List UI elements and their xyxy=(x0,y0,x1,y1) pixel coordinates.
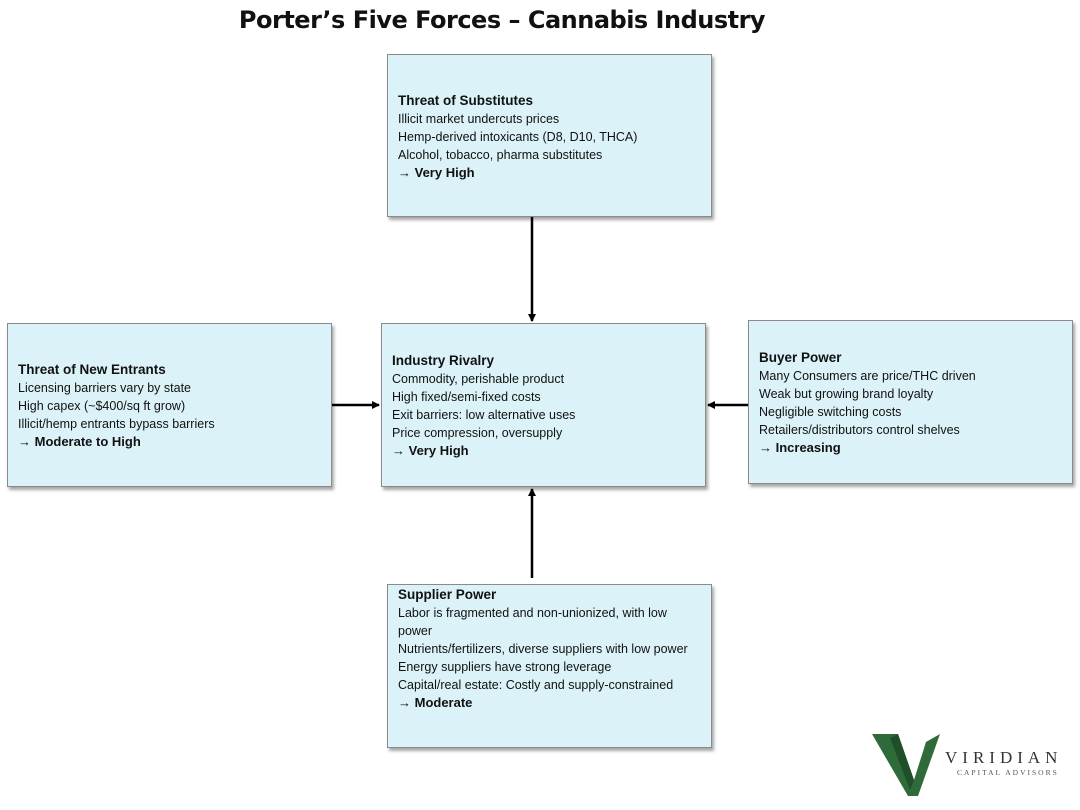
supplier-line: Capital/real estate: Costly and supply-c… xyxy=(398,678,674,692)
buyer-heading: Buyer Power xyxy=(759,350,842,365)
supplier-line: Energy suppliers have strong leverage xyxy=(398,660,612,674)
rivalry-line: High fixed/semi-fixed costs xyxy=(392,390,541,404)
threat-of-substitutes-box: Threat of Substitutes Illicit market und… xyxy=(387,54,712,217)
viridian-logo-icon xyxy=(872,734,940,796)
threat-of-new-entrants-box: Threat of New Entrants Licensing barrier… xyxy=(7,323,332,487)
substitutes-heading: Threat of Substitutes xyxy=(398,93,534,108)
entrants-line: High capex (~$400/sq ft grow) xyxy=(18,399,186,413)
supplier-power-box: Supplier Power Labor is fragmented and n… xyxy=(387,584,712,748)
supplier-heading: Supplier Power xyxy=(398,587,497,602)
supplier-line: Nutrients/fertilizers, diverse suppliers… xyxy=(398,642,688,656)
buyer-line: Negligible switching costs xyxy=(759,405,902,419)
industry-rivalry-box: Industry Rivalry Commodity, perishable p… xyxy=(381,323,706,487)
entrants-line: Licensing barriers vary by state xyxy=(18,381,191,395)
supplier-verdict: → Moderate xyxy=(398,695,473,710)
buyer-line: Weak but growing brand loyalty xyxy=(759,387,934,401)
buyer-power-box: Buyer Power Many Consumers are price/THC… xyxy=(748,320,1073,484)
logo-wordmark: VIRIDIAN xyxy=(945,748,1063,767)
rivalry-line: Exit barriers: low alternative uses xyxy=(392,408,576,422)
page-title: Porter’s Five Forces – Cannabis Industry xyxy=(238,6,766,34)
substitutes-line: Hemp-derived intoxicants (D8, D10, THCA) xyxy=(398,130,638,144)
buyer-line: Retailers/distributors control shelves xyxy=(759,423,960,437)
entrants-heading: Threat of New Entrants xyxy=(18,362,166,377)
substitutes-line: Alcohol, tobacco, pharma substitutes xyxy=(398,148,603,162)
buyer-line: Many Consumers are price/THC driven xyxy=(759,369,976,383)
entrants-line: Illicit/hemp entrants bypass barriers xyxy=(18,417,215,431)
rivalry-line: Price compression, oversupply xyxy=(392,426,563,440)
rivalry-verdict: → Very High xyxy=(392,443,469,458)
supplier-line: Labor is fragmented and non-unionized, w… xyxy=(398,606,667,638)
rivalry-heading: Industry Rivalry xyxy=(392,353,495,368)
rivalry-line: Commodity, perishable product xyxy=(392,372,565,386)
substitutes-line: Illicit market undercuts prices xyxy=(398,112,560,126)
logo-tagline: CAPITAL ADVISORS xyxy=(957,768,1059,777)
substitutes-verdict: → Very High xyxy=(398,165,475,180)
buyer-verdict: → Increasing xyxy=(759,440,841,455)
entrants-verdict: → Moderate to High xyxy=(18,434,141,449)
